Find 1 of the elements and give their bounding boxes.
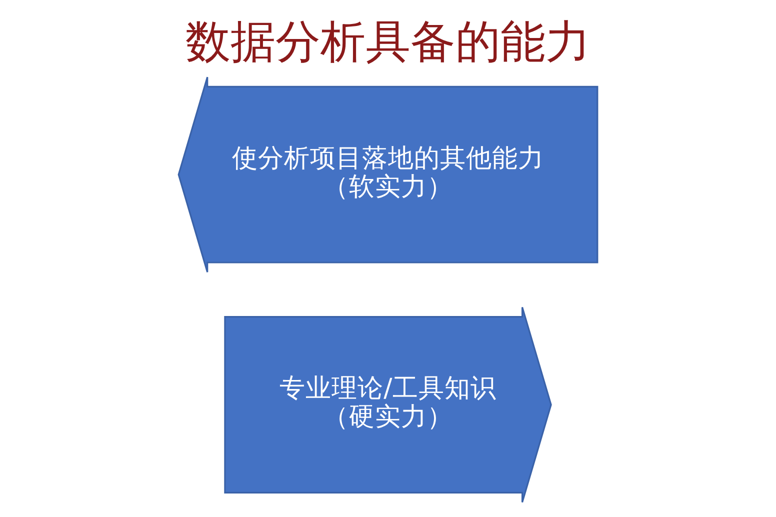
diagram-title: 数据分析具备的能力 xyxy=(186,14,590,68)
